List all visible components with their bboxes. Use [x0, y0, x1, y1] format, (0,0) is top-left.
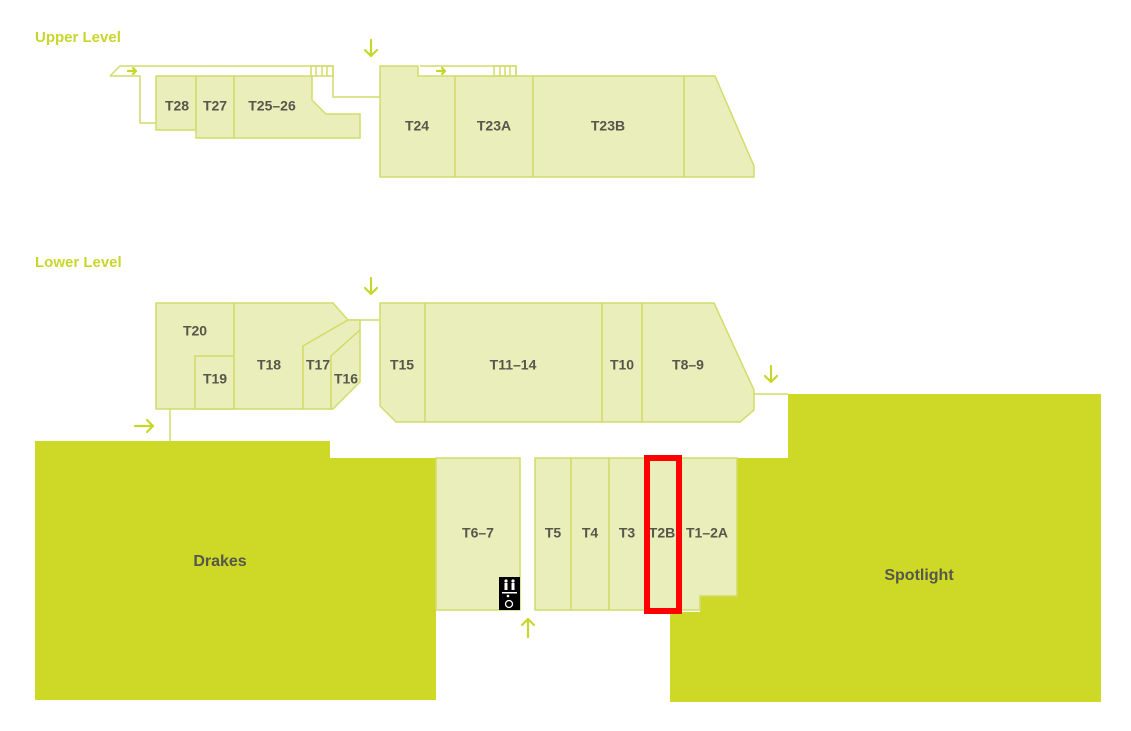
unit-unlabeled: [683, 75, 755, 178]
anchor-spotlight[interactable]: [670, 394, 1101, 702]
unit-label: T19: [203, 371, 227, 387]
unit-label: T20: [183, 323, 207, 339]
upper-level-label: Upper Level: [35, 29, 121, 46]
unit-label: T25–26: [248, 98, 296, 114]
unit-label: T8–9: [672, 357, 704, 373]
walkway-outline: [110, 75, 156, 124]
restroom-accessible-icon: [499, 577, 520, 610]
unit-t16[interactable]: [330, 328, 361, 410]
unit-t10[interactable]: [601, 302, 643, 423]
unit-t11-14[interactable]: [424, 302, 603, 423]
unit-t3[interactable]: [608, 457, 646, 611]
unit-label: T17: [306, 357, 330, 373]
unit-t8-9[interactable]: [641, 302, 755, 423]
unit-label: T11–14: [490, 357, 537, 373]
unit-t27[interactable]: [195, 75, 235, 139]
unit-label: T4: [582, 525, 599, 541]
unit-label: T23B: [591, 118, 625, 134]
unit-label: T3: [619, 525, 636, 541]
arrow-up-icon: [520, 617, 536, 639]
unit-label: T2B: [649, 525, 675, 541]
unit-label: T24: [405, 118, 429, 134]
unit-label: T1–2A: [686, 525, 728, 541]
stairs: [310, 65, 334, 77]
unit-label: T28: [165, 98, 189, 114]
highlight-box-t2b: [644, 455, 682, 614]
arrow-right-icon: [126, 66, 138, 76]
arrow-down-icon: [763, 364, 779, 384]
unit-label: T27: [203, 98, 227, 114]
unit-label: T6–7: [462, 525, 494, 541]
upper-level: T28 T27 T25–26 T24 T23A T23B: [109, 38, 755, 178]
arrow-right-icon: [133, 418, 155, 434]
arrow-right-icon: [435, 66, 447, 76]
lower-level: T20 T19 T18 T17 T16 T15 T11–14 T10 T8–9 …: [35, 276, 1101, 702]
arrow-down-icon: [363, 38, 379, 58]
walkway-outline: [420, 65, 517, 76]
unit-label: T15: [390, 357, 414, 373]
unit-label: T18: [257, 357, 281, 373]
unit-t25-26[interactable]: [233, 75, 361, 139]
anchor-label: Spotlight: [884, 567, 954, 584]
unit-t23b[interactable]: [532, 75, 685, 178]
unit-label: T5: [545, 525, 562, 541]
lower-level-label: Lower Level: [35, 254, 122, 271]
unit-t28[interactable]: [155, 75, 197, 131]
unit-t2b[interactable]: [644, 457, 681, 611]
anchor-label: Drakes: [193, 553, 246, 570]
unit-t6-7[interactable]: [435, 457, 521, 611]
unit-label: T10: [610, 357, 634, 373]
unit-label: T23A: [477, 118, 511, 134]
unit-t15[interactable]: [379, 302, 426, 423]
stairs: [493, 65, 517, 77]
unit-label: T16: [334, 371, 358, 387]
unit-t19[interactable]: [194, 355, 235, 410]
arrow-down-icon: [363, 276, 379, 296]
anchor-drakes[interactable]: [35, 441, 436, 700]
